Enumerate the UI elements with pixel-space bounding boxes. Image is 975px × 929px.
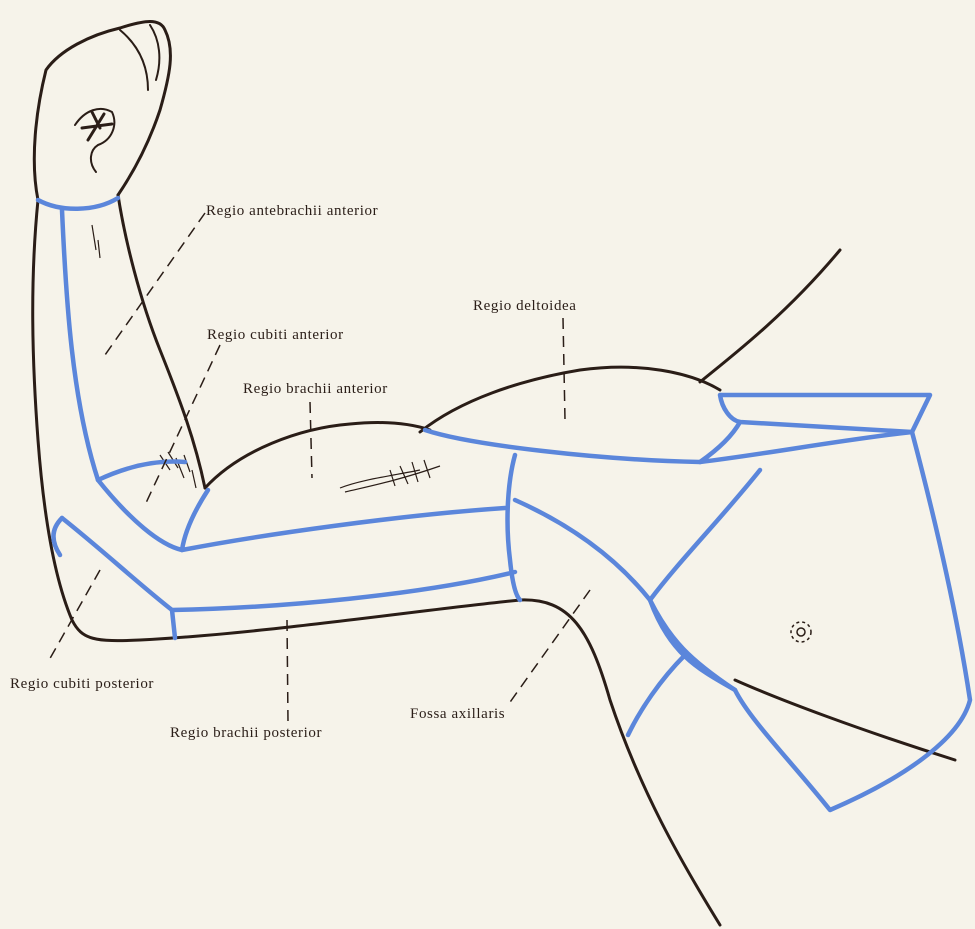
nipple-center [797,628,805,636]
label-regio-brachii-anterior: Regio brachii anterior [243,381,388,398]
fist-outline [34,22,170,201]
wrist-border [38,198,118,209]
arm-axilla-divider [508,455,520,600]
biceps-outline [205,423,430,488]
label-fossa-axillaris: Fossa axillaris [410,706,505,723]
biceps-hatching [340,460,440,492]
leader-deltoidea [563,318,565,420]
forearm-medial-border [62,210,98,480]
body-outline [33,22,955,926]
chest-outline [735,680,955,760]
label-regio-cubiti-anterior: Regio cubiti anterior [207,327,344,344]
label-regio-cubiti-posterior: Regio cubiti posterior [10,676,154,693]
leader-brachii-anterior [310,402,312,478]
lateral-trunk-border [628,655,685,735]
deltoid-outline [420,367,720,432]
axillary-border [515,500,735,690]
forearm-front-outline [118,195,205,488]
cubital-fossa-border [98,462,185,550]
clavicle-band [720,395,930,432]
chest-region-border [650,432,970,810]
leader-brachii-posterior [287,620,288,722]
deltoid-border [425,430,700,462]
fist-palm-crease [82,112,112,140]
fist-knuckle-line [120,25,159,90]
leader-cubiti-anterior [145,345,220,505]
forearm-hatching [92,225,100,258]
elbow-hatching [160,452,196,488]
neck-outline [700,250,840,382]
anterior-brachial-border [182,490,505,550]
leader-cubiti-posterior [48,570,100,662]
nipple-marker [791,622,811,642]
label-regio-antebrachii-anterior: Regio antebrachii anterior [206,203,378,220]
leader-fossa-axillaris [508,590,590,705]
label-regio-deltoidea: Regio deltoidea [473,298,577,315]
label-regio-brachii-posterior: Regio brachii posterior [170,725,322,742]
